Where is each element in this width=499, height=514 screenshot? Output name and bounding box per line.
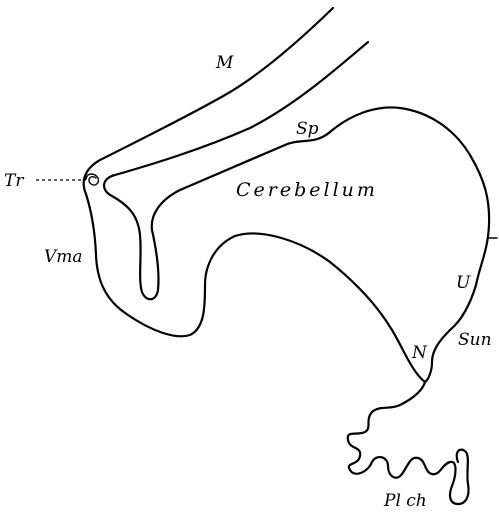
- label-sun: Sun: [458, 330, 492, 350]
- label-vma: Vma: [44, 247, 83, 267]
- label-cerebellum: Cerebellum: [236, 179, 378, 201]
- label-n: N: [411, 343, 428, 363]
- label-u: U: [456, 273, 471, 293]
- choroid-plexus-line: [348, 382, 469, 504]
- label-tr: Tr: [4, 171, 24, 191]
- label-m: M: [215, 53, 234, 73]
- spiral-mark: [86, 174, 98, 185]
- inner-cerebellum-line: [104, 42, 489, 382]
- label-sp: Sp: [296, 119, 319, 139]
- label-plch: Pl ch: [383, 491, 427, 511]
